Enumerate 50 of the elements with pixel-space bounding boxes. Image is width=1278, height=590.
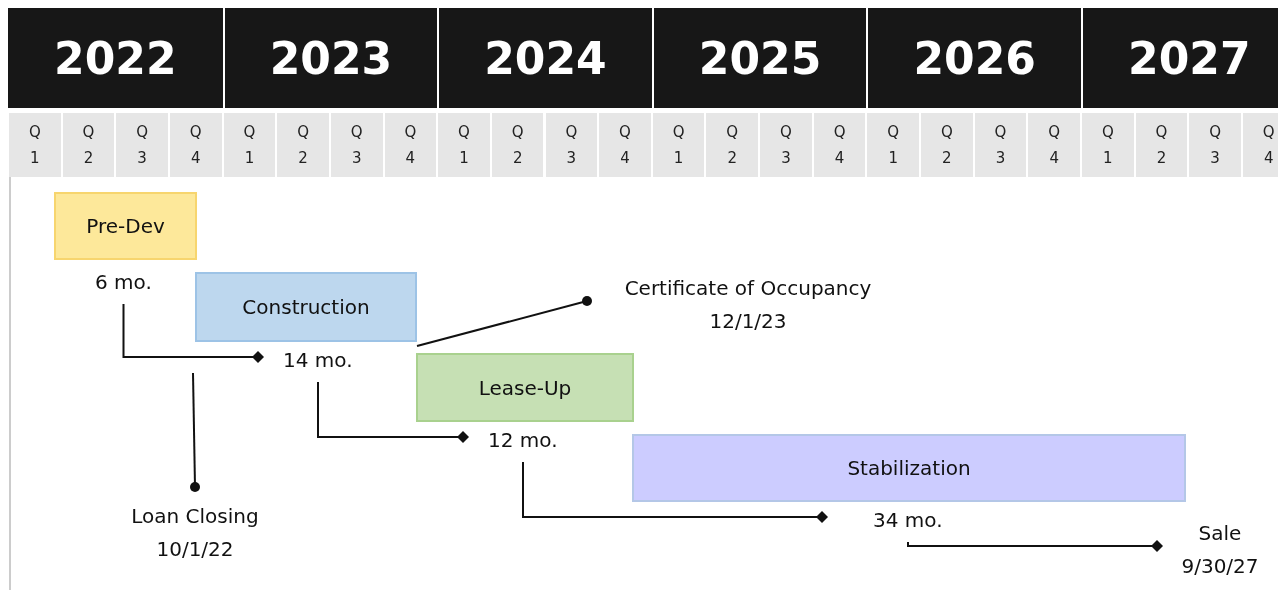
year-header: 2024	[439, 8, 652, 108]
quarter-cell: Q 4	[813, 113, 866, 177]
quarter-cell: Q 3	[330, 113, 383, 177]
quarter-cell: Q 2	[491, 113, 544, 177]
year-header: 2026	[868, 8, 1081, 108]
quarter-cell: Q 1	[867, 113, 920, 177]
quarter-cell: Q 1	[223, 113, 276, 177]
phase-bar: Construction	[195, 272, 417, 342]
connector-line	[317, 381, 469, 443]
quarter-cell: Q 3	[1189, 113, 1241, 177]
duration-label: 12 mo.	[488, 428, 558, 452]
milestone-date: 10/1/22	[155, 536, 235, 563]
quarter-cell: Q 4	[1028, 113, 1080, 177]
quarter-cell: Q 2	[921, 113, 973, 177]
quarter-cell: Q 3	[545, 113, 598, 177]
year-header: 2023	[224, 8, 438, 108]
year-header: 2027	[1083, 8, 1278, 108]
year-header: 2022	[8, 8, 223, 108]
quarter-cell: Q 1	[1082, 113, 1134, 177]
milestone-name: Sale	[1197, 520, 1243, 547]
quarter-cell: Q 4	[599, 113, 651, 177]
quarter-cell: Q 4	[1242, 113, 1278, 177]
milestone-name: Certificate of Occupancy	[623, 275, 873, 302]
quarter-cell: Q 2	[277, 113, 329, 177]
quarter-cell: Q 3	[760, 113, 812, 177]
quarter-cell: Q 1	[438, 113, 490, 177]
quarter-cell: Q 1	[9, 113, 61, 177]
connector-line	[122, 303, 264, 363]
quarter-cell: Q 3	[974, 113, 1027, 177]
connector-line	[416, 296, 592, 347]
milestone-date: 9/30/27	[1180, 553, 1260, 580]
connector-line	[907, 540, 1163, 552]
duration-label: 34 mo.	[873, 508, 943, 532]
connector-line	[190, 372, 200, 492]
duration-label: 6 mo.	[95, 270, 152, 294]
duration-label: 14 mo.	[283, 348, 353, 372]
phase-bar: Pre-Dev	[54, 192, 197, 260]
quarter-cell: Q 2	[62, 113, 115, 177]
year-header: 2025	[653, 8, 867, 108]
milestone-date: 12/1/23	[708, 308, 788, 335]
quarter-cell: Q 4	[169, 113, 222, 177]
quarter-cell: Q 2	[706, 113, 759, 177]
phase-bar: Lease-Up	[416, 353, 634, 422]
quarter-cell: Q 3	[116, 113, 168, 177]
milestone-name: Loan Closing	[130, 503, 260, 530]
quarter-cell: Q 2	[1135, 113, 1188, 177]
connector-line	[522, 461, 828, 523]
quarter-cell: Q 4	[384, 113, 437, 177]
quarter-cell: Q 1	[652, 113, 705, 177]
phase-bar: Stabilization	[632, 434, 1186, 502]
